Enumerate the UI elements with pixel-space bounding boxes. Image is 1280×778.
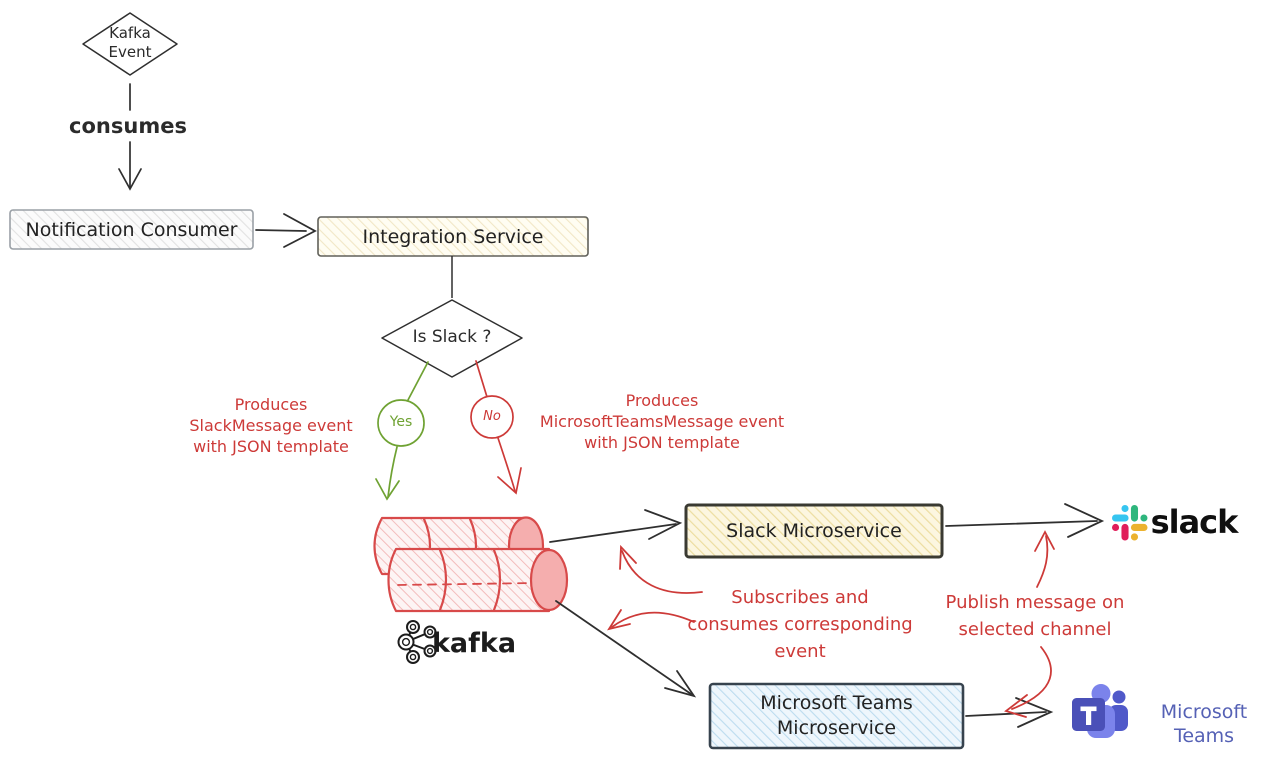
notification-consumer-label: Notification Consumer: [25, 218, 238, 241]
notification-consumer-node: [9, 209, 254, 250]
kafka-topics-cylinders: [373, 516, 569, 613]
no-label: No: [483, 409, 501, 424]
produces-slack-note: Produces SlackMessage event with JSON te…: [189, 395, 353, 456]
yes-branch: [375, 361, 429, 501]
slack-microservice-node: [684, 503, 944, 559]
teams-microservice-label: Microsoft Teams Microservice: [760, 692, 913, 739]
yes-label: Yes: [389, 414, 413, 430]
slack-logo-text: slack: [1150, 503, 1239, 541]
kafka-event-node: [82, 12, 178, 76]
is-slack-decision-node: [381, 299, 523, 378]
kafka-logo-text: kafka: [431, 628, 517, 659]
consumes-label: consumes: [69, 114, 187, 138]
publish-annotation-arrows: [1004, 530, 1055, 718]
teams-microservice-node: [708, 682, 965, 750]
is-slack-label: Is Slack ?: [412, 327, 492, 347]
slack-microservice-label: Slack Microservice: [726, 520, 902, 542]
subscribes-note: Subscribes and consumes corresponding ev…: [687, 587, 913, 662]
arrow-slack-ms-to-slack: [945, 503, 1105, 538]
kafka-logo-icon: [397, 620, 437, 664]
teams-logo-text: Microsoft Teams: [1160, 701, 1248, 747]
consumes-arrow: [118, 83, 142, 191]
arrow-consumer-to-integration: [255, 213, 317, 248]
produces-teams-note: Produces MicrosoftTeamsMessage event wit…: [539, 391, 785, 452]
slack-logo-icon: [1112, 505, 1148, 541]
kafka-event-label: Kafka Event: [108, 24, 152, 61]
teams-logo-icon: [1072, 684, 1128, 738]
integration-service-node: [317, 216, 589, 257]
arrow-kafka-to-slack-ms: [549, 509, 683, 543]
arrow-kafka-to-teams-ms: [555, 600, 697, 698]
no-branch: [470, 360, 522, 495]
subscribes-annotation-arrows: [607, 544, 703, 631]
publish-note: Publish message on selected channel: [945, 592, 1125, 640]
integration-service-label: Integration Service: [362, 225, 544, 248]
